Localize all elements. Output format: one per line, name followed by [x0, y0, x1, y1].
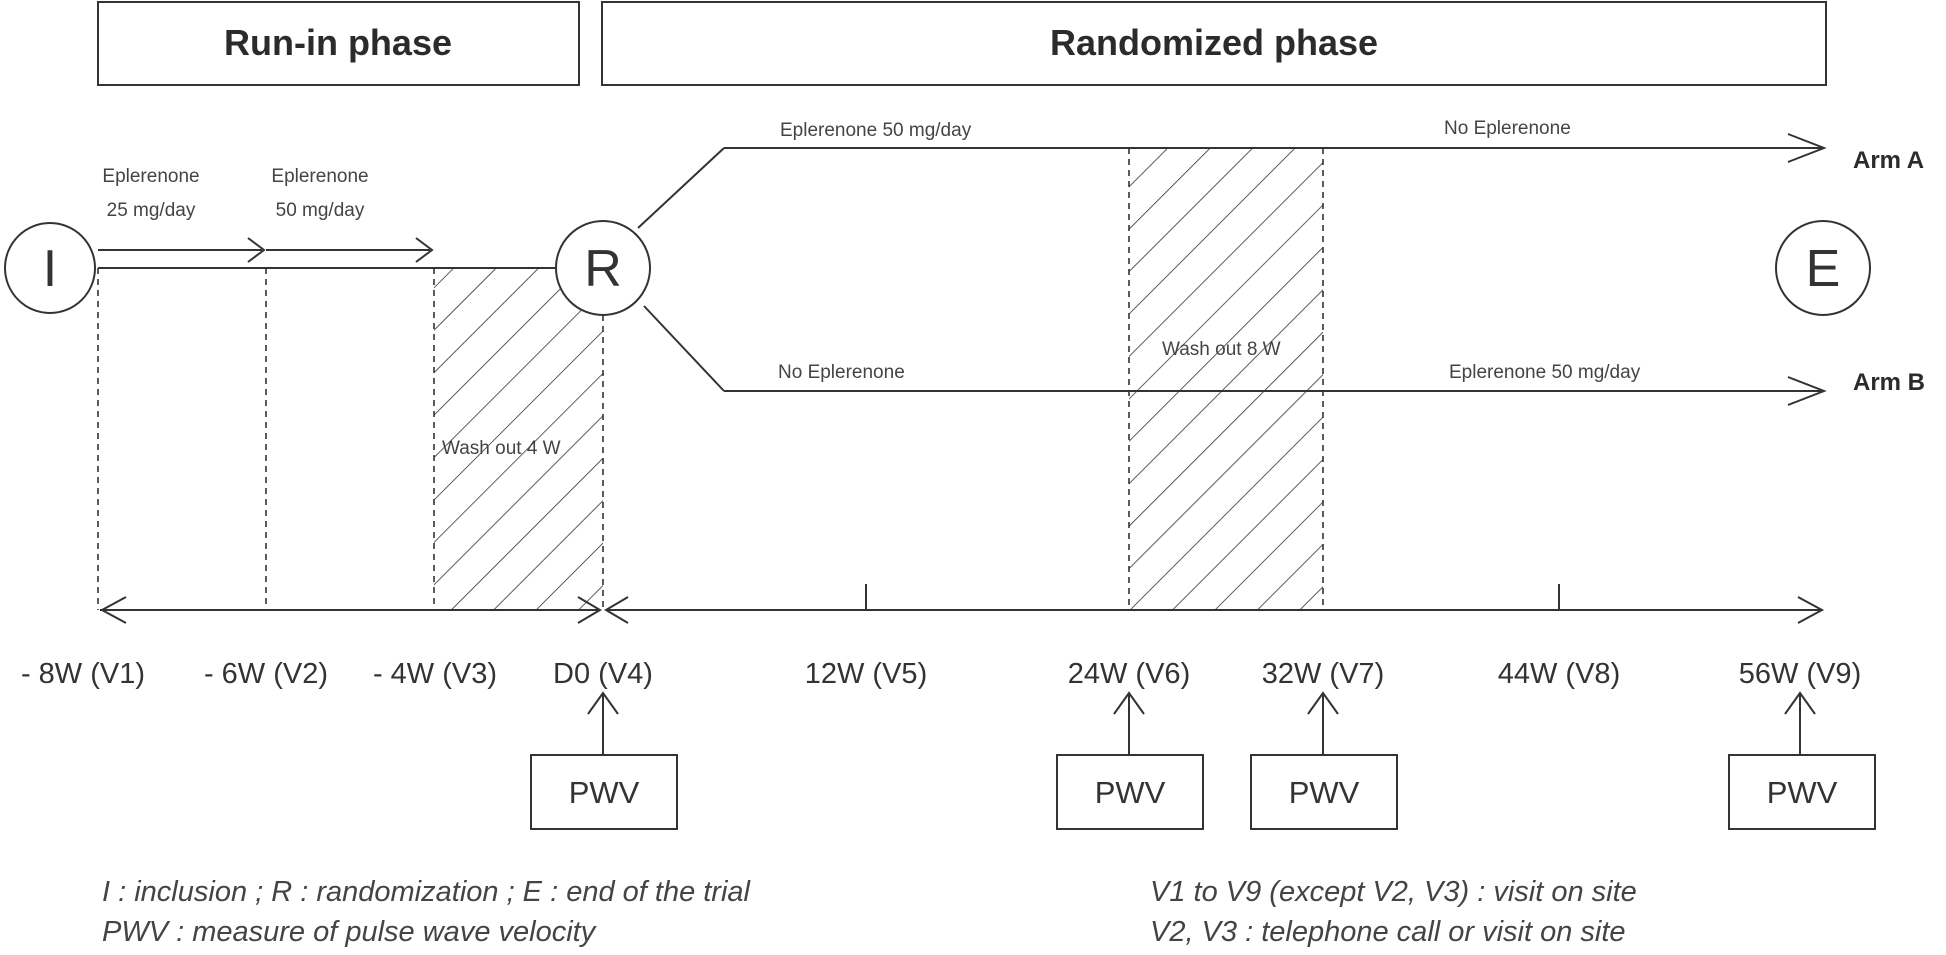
end-marker: E	[1775, 220, 1871, 316]
arm-a-first-treatment: Eplerenone 50 mg/day	[780, 120, 972, 141]
run-in-dose-2-line2: 50 mg/day	[276, 200, 365, 221]
tick-label: 32W (V7)	[1262, 658, 1384, 690]
arm-lines	[637, 133, 1827, 406]
washout-label-1: Wash out 4 W	[442, 438, 561, 459]
washout-region-2	[1129, 148, 1323, 610]
pwv-box-label: PWV	[1289, 775, 1360, 810]
run-in-dose-1-line2: 25 mg/day	[107, 200, 196, 221]
pwv-measure-56w: PWV	[1728, 691, 1876, 830]
arm-a-second-treatment: No Eplerenone	[1444, 118, 1571, 139]
arm-b-first-treatment: No Eplerenone	[778, 362, 905, 383]
run-in-phase-header: Run-in phase	[97, 1, 580, 86]
pwv-measure-32w: PWV	[1250, 691, 1398, 830]
tick-label: 12W (V5)	[805, 658, 927, 690]
arm-b-label: Arm B	[1853, 369, 1925, 396]
arm-a-label: Arm A	[1853, 147, 1924, 174]
run-in-dose-2-line1: Eplerenone	[271, 166, 368, 187]
run-in-lines	[98, 237, 556, 269]
tick-label: 56W (V9)	[1739, 658, 1861, 690]
tick-label: 44W (V8)	[1498, 658, 1620, 690]
timeline-axis	[99, 584, 1825, 624]
inclusion-marker-label: I	[43, 240, 57, 298]
legend-visits-on-site: V1 to V9 (except V2, V3) : visit on site	[1150, 876, 1637, 908]
run-in-phase-label: Run-in phase	[224, 22, 452, 63]
randomization-marker: R	[555, 220, 651, 316]
randomized-phase-label: Randomized phase	[1050, 22, 1378, 63]
legend-telephone-visits: V2, V3 : telephone call or visit on site	[1150, 916, 1626, 948]
pwv-measure-24w: PWV	[1056, 691, 1204, 830]
washout-region-1	[434, 268, 603, 610]
legend-abbreviations: I : inclusion ; R : randomization ; E : …	[102, 876, 752, 908]
tick-label: 24W (V6)	[1068, 658, 1190, 690]
end-marker-label: E	[1806, 240, 1841, 298]
pwv-box-label: PWV	[1095, 775, 1166, 810]
pwv-measure-d0: PWV	[530, 691, 678, 830]
dashed-guides	[97, 148, 1324, 610]
washout-label-2: Wash out 8 W	[1162, 339, 1281, 360]
legend-pwv-definition: PWV : measure of pulse wave velocity	[102, 916, 597, 948]
randomization-marker-label: R	[584, 240, 622, 298]
inclusion-marker: I	[4, 222, 96, 314]
pwv-box-label: PWV	[569, 775, 640, 810]
tick-label: - 6W (V2)	[204, 658, 328, 690]
tick-label: - 8W (V1)	[21, 658, 145, 690]
randomized-phase-header: Randomized phase	[601, 1, 1827, 86]
arm-b-second-treatment: Eplerenone 50 mg/day	[1449, 362, 1641, 383]
tick-label: D0 (V4)	[553, 658, 653, 690]
tick-label: - 4W (V3)	[373, 658, 497, 690]
pwv-box-label: PWV	[1767, 775, 1838, 810]
run-in-dose-1-line1: Eplerenone	[102, 166, 199, 187]
